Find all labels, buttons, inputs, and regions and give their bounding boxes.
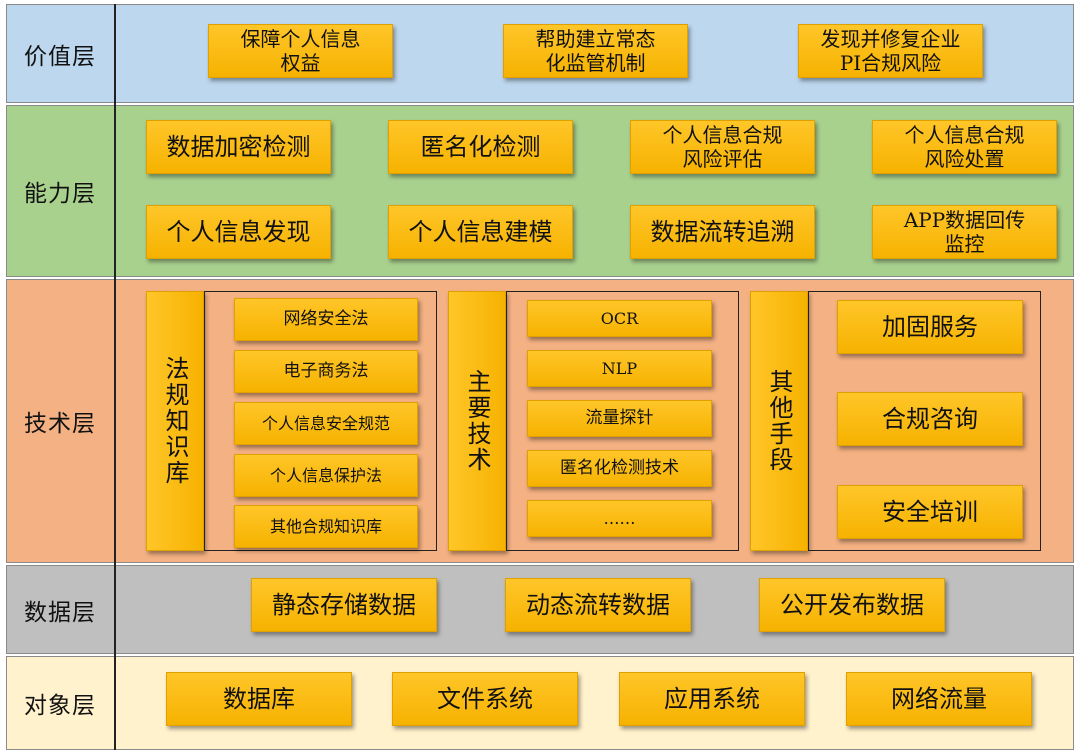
main-tech-item: NLP [527,350,712,387]
main-tech-item: …… [527,500,712,537]
law-kb-item: 电子商务法 [234,350,418,393]
object-item-file-system: 文件系统 [392,672,578,726]
value-item-fix-pi-risk: 发现并修复企业 PI合规风险 [798,24,983,78]
law-kb-item: 个人信息安全规范 [234,402,418,445]
main-tech-item: OCR [527,300,712,337]
other-means-item: 加固服务 [837,300,1023,354]
main-tech-item: 流量探针 [527,400,712,437]
capability-item-app-data-monitoring: APP数据回传 监控 [872,205,1057,259]
law-kb-item: 网络安全法 [234,298,418,341]
data-item-dynamic-flow: 动态流转数据 [505,578,691,632]
main-tech-item: 匿名化检测技术 [527,450,712,487]
capability-item-anonymization-detection: 匿名化检测 [388,120,573,174]
value-item-regular-supervision: 帮助建立常态 化监管机制 [503,24,688,78]
capability-layer-label: 能力层 [24,181,96,207]
object-item-application-system: 应用系统 [619,672,805,726]
label-divider [114,4,116,750]
other-means-frame [808,291,1041,551]
capability-item-risk-handling: 个人信息合规 风险处置 [872,120,1057,174]
law-kb-item: 个人信息保护法 [234,454,418,497]
capability-item-encryption-detection: 数据加密检测 [146,120,331,174]
other-means-title: 其他手段 [750,291,808,551]
other-means-item: 合规咨询 [837,392,1023,446]
law-kb-item: 其他合规知识库 [234,505,418,548]
data-item-static-storage: 静态存储数据 [251,578,437,632]
data-item-public-release: 公开发布数据 [759,578,945,632]
capability-item-risk-assessment: 个人信息合规 风险评估 [630,120,815,174]
capability-item-data-flow-tracing: 数据流转追溯 [630,205,815,259]
technology-layer-label: 技术层 [24,411,96,437]
capability-item-pi-discovery: 个人信息发现 [146,205,331,259]
other-means-item: 安全培训 [837,485,1023,539]
capability-item-pi-modeling: 个人信息建模 [388,205,573,259]
main-tech-frame [506,291,739,551]
object-item-database: 数据库 [166,672,352,726]
value-item-protect-pi-rights: 保障个人信息 权益 [208,24,393,78]
value-layer-label: 价值层 [24,43,96,70]
law-kb-frame [204,291,437,551]
law-kb-title: 法规知识库 [146,291,204,551]
data-layer-label: 数据层 [24,599,96,626]
object-item-network-traffic: 网络流量 [846,672,1032,726]
main-tech-title: 主要技术 [448,291,506,551]
object-layer-label: 对象层 [24,693,96,719]
